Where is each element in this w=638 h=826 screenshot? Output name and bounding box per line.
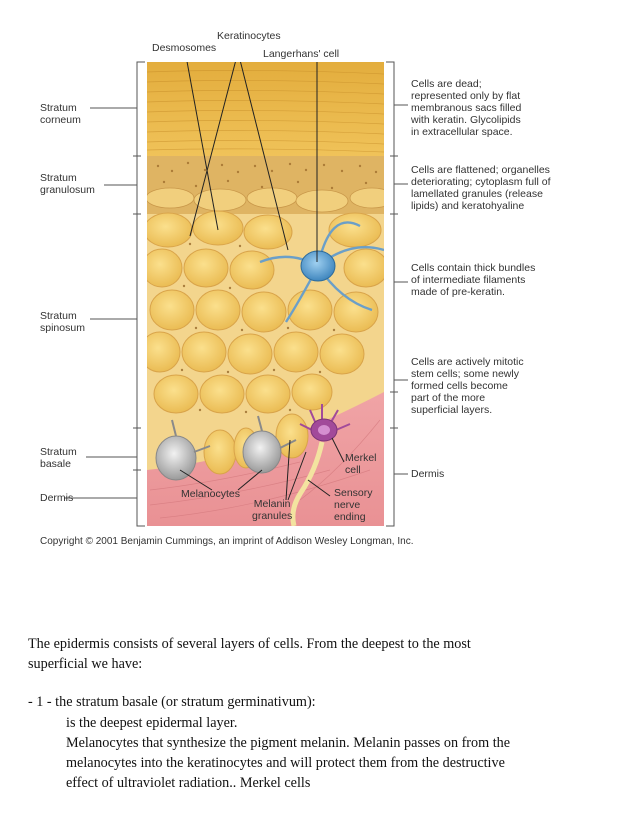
- paragraph-line-4: is the deepest epidermal layer.: [66, 715, 238, 731]
- paragraph-line-3: - 1 - the stratum basale (or stratum ger…: [28, 694, 316, 710]
- label-dermis-right: Dermis: [411, 468, 445, 480]
- langerhans-cell-illustration: [259, 221, 384, 323]
- label-desmosomes: Desmosomes: [152, 42, 217, 54]
- label-langerhans-cell: Langerhans' cell: [263, 48, 340, 60]
- desc-stratum-corneum: Cells are dead; represented only by flat…: [411, 78, 522, 138]
- merkel-cell-illustration: [299, 404, 351, 442]
- paragraph-line-6: melanocytes into the keratinocytes and w…: [66, 755, 505, 771]
- label-keratinocytes: Keratinocytes: [217, 30, 281, 42]
- paragraph-line-5: Melanocytes that synthesize the pigment …: [66, 735, 511, 751]
- desc-stratum-spinosum: Cells contain thick bundles of intermedi…: [411, 262, 536, 298]
- paragraph-line-2: superficial we have:: [28, 656, 143, 672]
- desc-stratum-granulosum: Cells are flattened; organelles deterior…: [411, 164, 551, 212]
- epidermis-illustration: [64, 61, 408, 527]
- paragraph-line-7: effect of ultraviolet radiation.. Merkel…: [66, 775, 311, 791]
- label-dermis-left: Dermis: [40, 492, 74, 504]
- stratum-corneum-layer: [147, 62, 384, 158]
- label-sensory-nerve-ending: Sensory nerve ending: [334, 487, 373, 523]
- paragraph-line-1: The epidermis consists of several layers…: [28, 636, 471, 652]
- melanocytes-illustration: [155, 415, 297, 481]
- sensory-nerve-illustration: [290, 441, 325, 526]
- desc-stratum-basale: Cells are actively mitotic stem cells; s…: [411, 356, 524, 416]
- label-melanocytes: Melanocytes: [181, 488, 240, 500]
- copyright-notice: Copyright © 2001 Benjamin Cummings, an i…: [40, 536, 414, 547]
